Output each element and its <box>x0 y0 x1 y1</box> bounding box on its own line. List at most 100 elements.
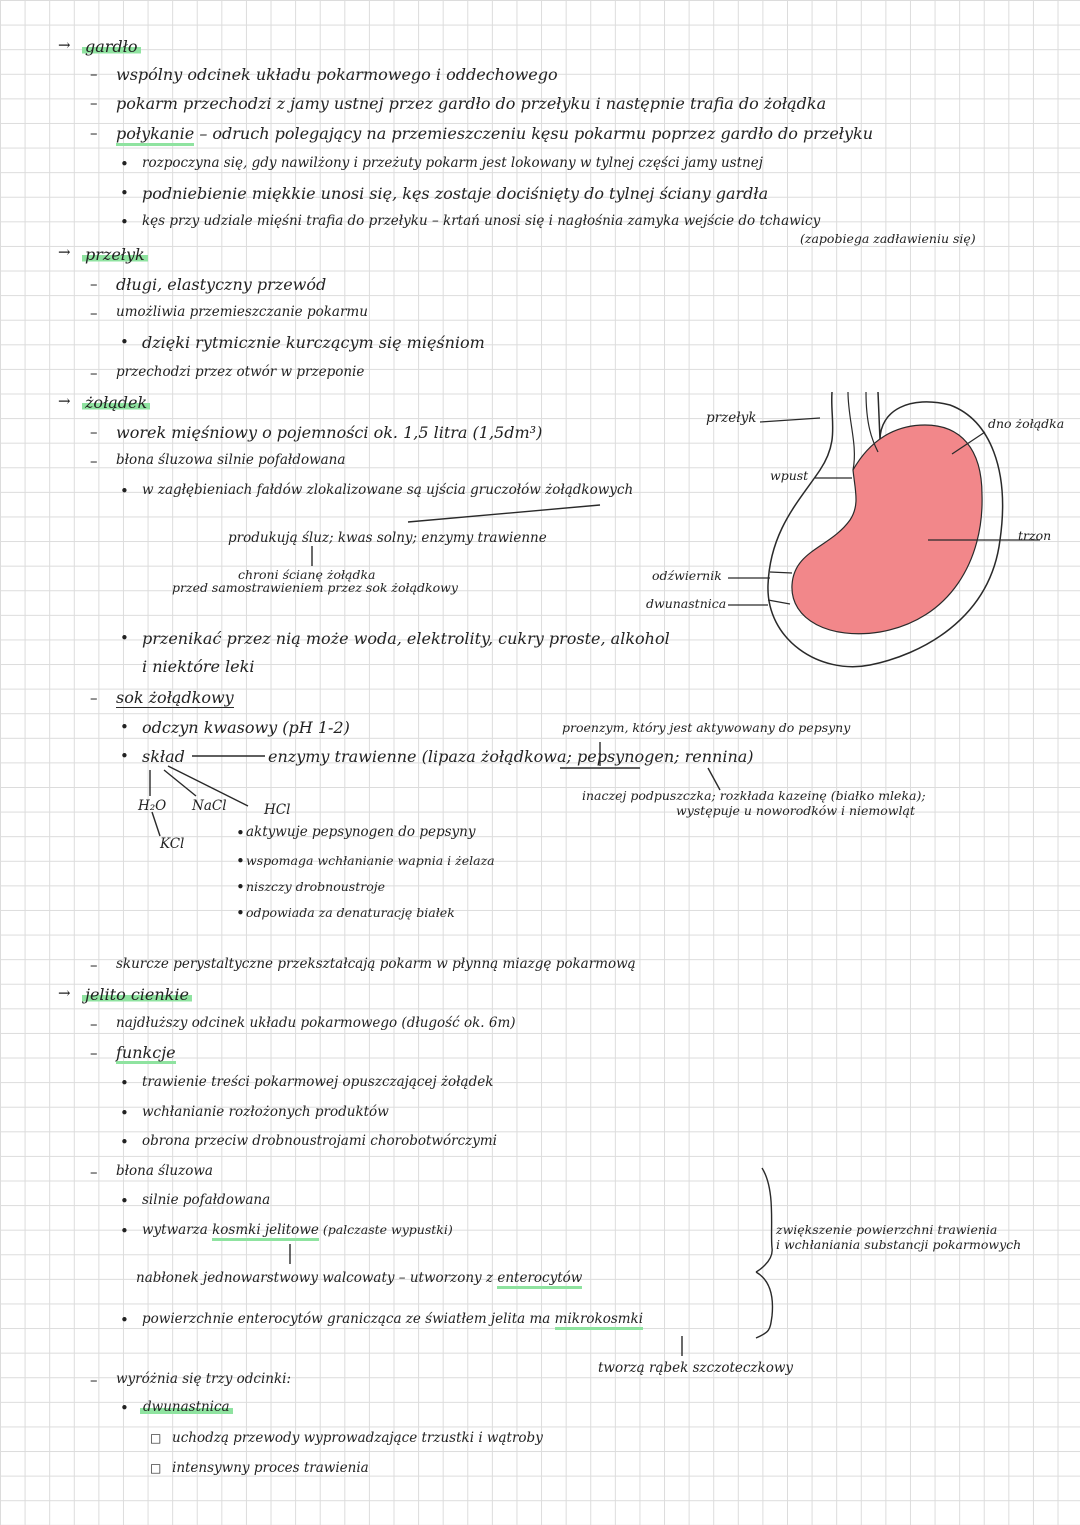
sklad-nacl: NaCl <box>192 798 227 814</box>
stomach-diagram <box>728 391 1040 668</box>
funkcja-2: wchłanianie rozłożonych produktów <box>142 1104 389 1120</box>
sok-zoladkowy-heading: sok żołądkowy <box>116 688 234 708</box>
diagram-label-trzon: trzon <box>1018 528 1052 543</box>
diagram-label-dwunastnica: dwunastnica <box>646 596 727 611</box>
dash-bullet: – <box>90 65 98 83</box>
term-enterocytow: enterocytów <box>497 1270 583 1289</box>
sok-enzymy: enzymy trawienne (lipaza żołądkowa; peps… <box>268 747 754 766</box>
zoladek-skurcze: skurcze perystaltyczne przekształcają po… <box>116 956 636 972</box>
arrow-right-icon: → <box>58 984 71 1002</box>
zoladek-line-1: worek mięśniowy o pojemności ok. 1,5 lit… <box>116 423 543 442</box>
jelito-line-1: najdłuższy odcinek układu pokarmowego (d… <box>116 1015 516 1031</box>
dash-bullet: – <box>90 1015 98 1033</box>
zoladek-line-2: błona śluzowa silnie pofałdowana <box>116 452 346 468</box>
pepsynogen-note: proenzym, który jest aktywowany do pepsy… <box>562 720 851 735</box>
przelyk-line-2: umożliwia przemieszczanie pokarmu <box>116 304 368 320</box>
sok-odczyn: odczyn kwasowy (pH 1-2) <box>142 718 350 737</box>
zoladek-bullet-2b: i niektóre leki <box>142 657 255 676</box>
square-bullet-icon: □ <box>150 1461 162 1475</box>
dot-bullet: • <box>120 155 129 173</box>
dash-bullet: – <box>90 275 98 293</box>
square-bullet-icon: □ <box>150 1431 162 1445</box>
jelito-blona: błona śluzowa <box>116 1163 213 1179</box>
arrow-right-icon: → <box>58 36 71 54</box>
section-heading-przelyk: przełyk <box>82 247 148 263</box>
dot-bullet: • <box>120 1399 129 1417</box>
section-heading-zoladek: żołądek <box>82 395 151 411</box>
dot-bullet: • <box>120 629 129 647</box>
dot-bullet: • <box>236 878 245 896</box>
dot-bullet: • <box>120 333 129 351</box>
dot-bullet: • <box>120 184 129 202</box>
hcl-role-3: niszczy drobnoustroje <box>246 879 386 894</box>
dash-bullet: – <box>90 1163 98 1181</box>
dash-bullet: – <box>90 304 98 322</box>
gardlo-bullet-3-note: (zapobiega zadławieniu się) <box>800 231 976 246</box>
dash-bullet: – <box>90 423 98 441</box>
hcl-role-1: aktywuje pepsynogen do pepsyny <box>246 824 476 840</box>
zwiekszenie-1: zwiększenie powierzchni trawienia <box>776 1222 998 1237</box>
dot-bullet: • <box>120 747 129 765</box>
gardlo-line-2: pokarm przechodzi z jamy ustnej przez ga… <box>116 94 827 113</box>
funkcja-3: obrona przeciw drobnoustrojami chorobotw… <box>142 1133 497 1149</box>
gardlo-bullet-2: podniebienie miękkie unosi się, kęs zost… <box>142 184 769 203</box>
dot-bullet: • <box>120 718 129 736</box>
gardlo-line-1: wspólny odcinek układu pokarmowego i odd… <box>116 65 558 84</box>
hcl-role-4: odpowiada za denaturację białek <box>246 905 455 920</box>
dwunastnica-heading: dwunastnica <box>140 1400 233 1415</box>
zwiekszenie-2: i wchłaniania substancji pokarmowych <box>776 1237 1022 1252</box>
dash-bullet: – <box>90 1044 98 1062</box>
term-kosmki-jelitowe: kosmki jelitowe <box>212 1222 319 1241</box>
dot-bullet: • <box>236 824 245 842</box>
term-polykanie: połykanie <box>116 124 195 146</box>
diagram-label-przelyk: przełyk <box>706 410 757 426</box>
rabek-line: tworzą rąbek szczoteczkowy <box>598 1360 794 1376</box>
hcl-role-2: wspomaga wchłanianie wapnia i żelaza <box>246 853 495 868</box>
dash-bullet: – <box>90 689 98 707</box>
zoladek-protect-1: chroni ścianę żołądka <box>238 567 376 582</box>
blona-2: wytwarza kosmki jelitowe (palczaste wypu… <box>142 1222 453 1241</box>
dash-bullet: – <box>90 1371 98 1389</box>
funkcja-1: trawienie treści pokarmowej opuszczające… <box>142 1074 494 1090</box>
dot-bullet: • <box>120 213 129 231</box>
term-mikrokosmki: mikrokosmki <box>554 1311 644 1330</box>
dot-bullet: • <box>120 482 129 500</box>
dot-bullet: • <box>120 1074 129 1092</box>
sok-sklad: skład <box>142 747 185 766</box>
zoladek-bullet-2a: przenikać przez nią może woda, elektroli… <box>142 629 670 648</box>
dot-bullet: • <box>120 1133 129 1151</box>
powierzchnie-line: powierzchnie enterocytów granicząca ze ś… <box>142 1311 644 1330</box>
zoladek-protect-2: przed samostrawieniem przez sok żołądkow… <box>172 580 458 595</box>
dash-bullet: – <box>90 94 98 112</box>
dash-bullet: – <box>90 452 98 470</box>
sklad-hcl: HCl <box>264 802 291 818</box>
section-heading-jelito: jelito cienkie <box>82 987 192 1003</box>
odcinki-line: wyróżnia się trzy odcinki: <box>116 1371 292 1387</box>
diagram-label-wpust: wpust <box>770 468 809 483</box>
dot-bullet: • <box>120 1104 129 1122</box>
section-heading-gardlo: gardło <box>82 39 141 55</box>
gardlo-line-3: połykanie – odruch polegający na przemie… <box>116 124 873 146</box>
dwunastnica-2: intensywny proces trawienia <box>172 1460 369 1476</box>
sklad-kcl: KCl <box>160 836 185 852</box>
dwunastnica-1: uchodzą przewody wyprowadzające trzustki… <box>172 1430 543 1446</box>
gardlo-bullet-3: kęs przy udziale mięśni trafia do przeły… <box>142 213 821 229</box>
dot-bullet: • <box>120 1222 129 1240</box>
dot-bullet: • <box>120 1311 129 1329</box>
przelyk-line-3: przechodzi przez otwór w przeponie <box>116 364 365 380</box>
przelyk-line-1: długi, elastyczny przewód <box>116 275 327 294</box>
dash-bullet: – <box>90 364 98 382</box>
arrow-right-icon: → <box>58 392 71 410</box>
arrow-right-icon: → <box>58 243 71 261</box>
diagram-label-odzwiernik: odźwiernik <box>652 568 722 583</box>
rennina-note-1: inaczej podpuszczka; rozkłada kazeinę (b… <box>582 788 926 803</box>
zoladek-bullet-1: w zagłębieniach fałdów zlokalizowane są … <box>142 482 634 498</box>
dot-bullet: • <box>236 852 245 870</box>
przelyk-bullet-1: dzięki rytmicznie kurczącym się mięśniom <box>142 333 485 352</box>
dot-bullet: • <box>236 904 245 922</box>
dot-bullet: • <box>120 1192 129 1210</box>
jelito-funkcje: funkcje <box>116 1043 176 1064</box>
diagram-label-dno: dno żołądka <box>988 416 1065 431</box>
gardlo-bullet-1: rozpoczyna się, gdy nawilżony i przeżuty… <box>142 155 763 171</box>
blona-1: silnie pofałdowana <box>142 1192 271 1208</box>
